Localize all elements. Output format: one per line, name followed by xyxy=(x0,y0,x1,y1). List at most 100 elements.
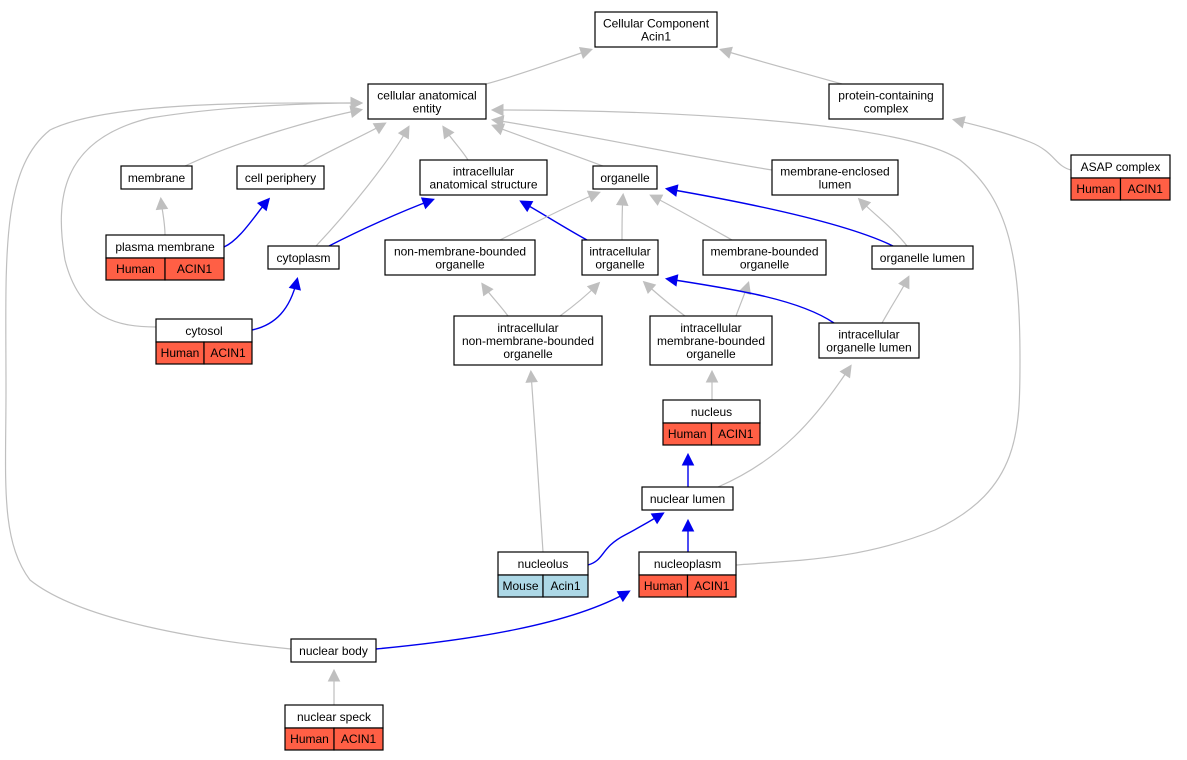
node-box xyxy=(641,486,734,511)
edge-line xyxy=(717,366,851,488)
node-box xyxy=(120,165,193,190)
edge-organelle-lumen-to-organelle xyxy=(664,184,894,247)
edge-cytoplasm-to-cellular-anatomical-entity xyxy=(315,125,410,247)
edge-arrowhead xyxy=(664,184,679,197)
node-label: ASAP complex xyxy=(1081,160,1161,174)
species-label: Human xyxy=(116,262,155,276)
node-label: nucleolus xyxy=(518,557,569,571)
edge-arrowhead xyxy=(719,46,733,59)
edge-asap-complex-to-protein-containing-complex xyxy=(951,116,1072,171)
edge-intracellular-organelle-to-intracellular-anatomical-structure xyxy=(519,200,588,241)
node-label: organelle xyxy=(740,258,790,272)
edge-line xyxy=(4,102,361,650)
node-label: organelle xyxy=(595,258,645,272)
edge-intracellular-membrane-bounded-organelle-to-membrane-bounded-organelle xyxy=(735,281,751,317)
edge-cytosol-to-cellular-anatomical-entity xyxy=(60,96,364,328)
edge-arrowhead xyxy=(839,364,852,379)
gene-cell xyxy=(164,257,225,281)
edge-plasma-membrane-to-cell-periphery xyxy=(223,197,271,248)
edge-line xyxy=(302,123,385,167)
node-label: nucleus xyxy=(691,405,732,419)
edge-arrowhead xyxy=(951,116,966,129)
node-organelle-lumen[interactable]: organelle lumen xyxy=(871,245,974,270)
node-nuclear-lumen[interactable]: nuclear lumen xyxy=(641,486,734,511)
node-label: nuclear lumen xyxy=(650,492,725,506)
edge-intracellular-organelle-lumen-to-intracellular-organelle xyxy=(664,274,835,324)
edge-line xyxy=(530,372,544,553)
edge-arrowhead xyxy=(397,125,410,140)
edge-arrowhead xyxy=(257,197,271,212)
gene-cell xyxy=(686,574,737,598)
edge-line xyxy=(721,49,843,85)
edge-nuclear-lumen-to-intracellular-organelle-lumen xyxy=(717,364,852,488)
node-label: organelle xyxy=(600,171,650,185)
edge-intracellular-non-membrane-bounded-organelle-to-intracellular-organelle xyxy=(559,281,601,317)
node-label: cellular anatomical xyxy=(377,89,476,103)
node-box xyxy=(581,239,659,276)
edge-intracellular-non-membrane-bounded-organelle-to-non-membrane-bounded-organelle xyxy=(481,282,509,317)
edge-line xyxy=(651,195,733,241)
node-label: membrane-bounded xyxy=(710,245,818,259)
node-box xyxy=(419,159,548,196)
edge-arrowhead xyxy=(525,369,538,383)
node-label: intracellular xyxy=(589,245,650,259)
gene-label: ACIN1 xyxy=(341,732,377,746)
edge-line xyxy=(60,102,361,328)
edge-line xyxy=(587,513,663,566)
node-label: organelle xyxy=(686,347,736,361)
node-box xyxy=(818,322,920,359)
edge-arrowhead xyxy=(519,200,534,213)
node-nuclear-body[interactable]: nuclear body xyxy=(290,638,377,663)
node-cytoplasm[interactable]: cytoplasm xyxy=(267,245,340,270)
node-box xyxy=(702,239,827,276)
edge-line xyxy=(499,192,599,241)
node-label: Cellular Component xyxy=(603,17,710,31)
edge-nucleoplasm-to-nuclear-lumen xyxy=(681,518,695,553)
node-membrane[interactable]: membrane xyxy=(120,165,193,190)
node-label: organelle xyxy=(435,258,485,272)
edge-arrowhead xyxy=(681,452,695,466)
node-box xyxy=(367,83,487,120)
edge-cytoplasm-to-intracellular-anatomical-structure xyxy=(328,197,435,247)
edge-arrowhead xyxy=(481,282,494,297)
edge-line xyxy=(954,119,1072,171)
node-label: intracellular xyxy=(497,321,558,335)
edge-line xyxy=(493,119,773,171)
edge-membrane-bounded-organelle-to-organelle xyxy=(649,194,733,241)
node-label: nuclear body xyxy=(299,644,368,658)
edge-arrowhead xyxy=(327,668,341,682)
node-label: cytosol xyxy=(185,324,222,338)
edge-intracellular-organelle-lumen-to-organelle-lumen xyxy=(881,275,910,324)
edge-nuclear-body-to-nucleoplasm xyxy=(375,590,631,650)
node-box xyxy=(649,315,773,366)
node-cell-periphery[interactable]: cell periphery xyxy=(236,165,325,190)
edge-membrane-to-cellular-anatomical-entity xyxy=(184,105,364,167)
node-box xyxy=(771,159,899,196)
edge-arrowhead xyxy=(578,47,593,59)
node-intracellular-non-membrane-bounded-organelle[interactable]: intracellularnon-membrane-boundedorganel… xyxy=(453,315,603,366)
node-organelle[interactable]: organelle xyxy=(592,165,658,190)
node-label: membrane xyxy=(128,171,186,185)
edge-arrowhead xyxy=(898,275,910,290)
species-label: Human xyxy=(161,346,200,360)
